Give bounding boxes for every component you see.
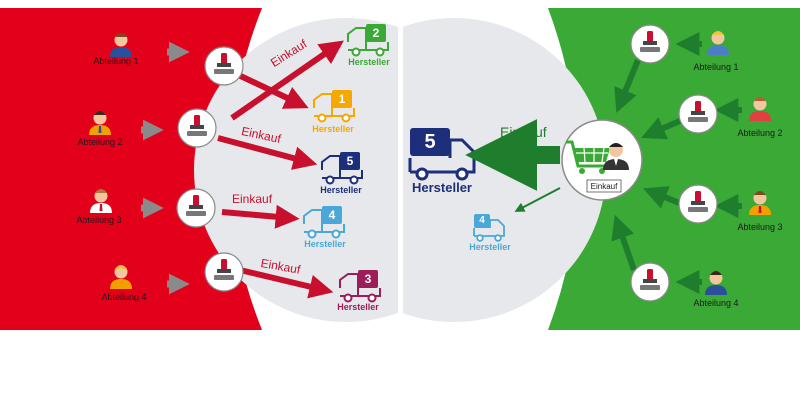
secondary-supplier-label: Hersteller [469,242,511,252]
secondary-supplier-number: 4 [479,215,485,226]
person-icon [89,111,111,135]
truck-icon [313,90,355,123]
green-arrow [514,187,561,212]
red-arrow [230,40,344,121]
red-arrow [221,204,300,229]
department-label: Abteilung 3 [737,222,783,232]
red-arrow [217,135,318,170]
stamp-icon [630,24,670,64]
purchase-label: Einkauf [500,124,547,140]
green-arrow [641,117,684,140]
main-supplier-label: Hersteller [412,180,472,195]
department-label: Abteilung 2 [737,128,783,138]
supplier-number: 1 [338,92,346,106]
person-icon [749,97,771,121]
purchase-label: Einkauf [232,192,273,206]
supplier-number: 2 [372,26,380,40]
truck-icon [473,214,505,242]
person-icon [705,271,727,295]
buyer-hub [561,119,643,201]
department-label: Abteilung 4 [693,298,739,308]
supplier-label: Hersteller [320,185,362,195]
right-grey-circle [302,18,606,322]
truck-icon [347,24,389,57]
stamp-icon [630,262,670,302]
buyer-badge: Einkauf [590,182,618,191]
green-panel [548,8,800,330]
person-icon [110,265,132,289]
supplier-number: 3 [364,272,372,286]
green-arrow [643,186,684,209]
department-label: Abteilung 1 [693,62,739,72]
supplier-number: 5 [346,154,354,168]
red-arrow [230,69,309,109]
main-supplier-number: 5 [424,131,436,153]
red-arrow [239,267,334,299]
stamp-icon [678,184,718,224]
person-icon [90,189,112,213]
stamp-icon [177,108,217,148]
supplier-label: Hersteller [304,239,346,249]
supplier-label: Hersteller [337,302,379,312]
center-divider [398,8,403,330]
stamp-icon [204,252,244,292]
department-label: Abteilung 4 [101,292,147,302]
person-icon [707,31,729,55]
person-icon [110,33,132,57]
stamp-icon [176,188,216,228]
department-label: Abteilung 1 [93,56,139,66]
stamp-icon [678,94,718,134]
shopping-cart-icon [566,140,610,174]
green-arrow [614,58,641,113]
truck-icon [321,152,363,185]
supplier-label: Hersteller [348,57,390,67]
stamp-icon [204,46,244,86]
person-icon [749,191,771,215]
supplier-number: 4 [328,208,336,222]
buyer-person-icon [603,143,629,170]
truck-icon [339,270,381,303]
red-panel [0,8,262,330]
department-label: Abteilung 3 [76,215,122,225]
supplier-label: Hersteller [312,124,354,134]
department-label: Abteilung 2 [77,137,123,147]
truck-icon [303,206,345,239]
green-arrow [611,214,637,271]
